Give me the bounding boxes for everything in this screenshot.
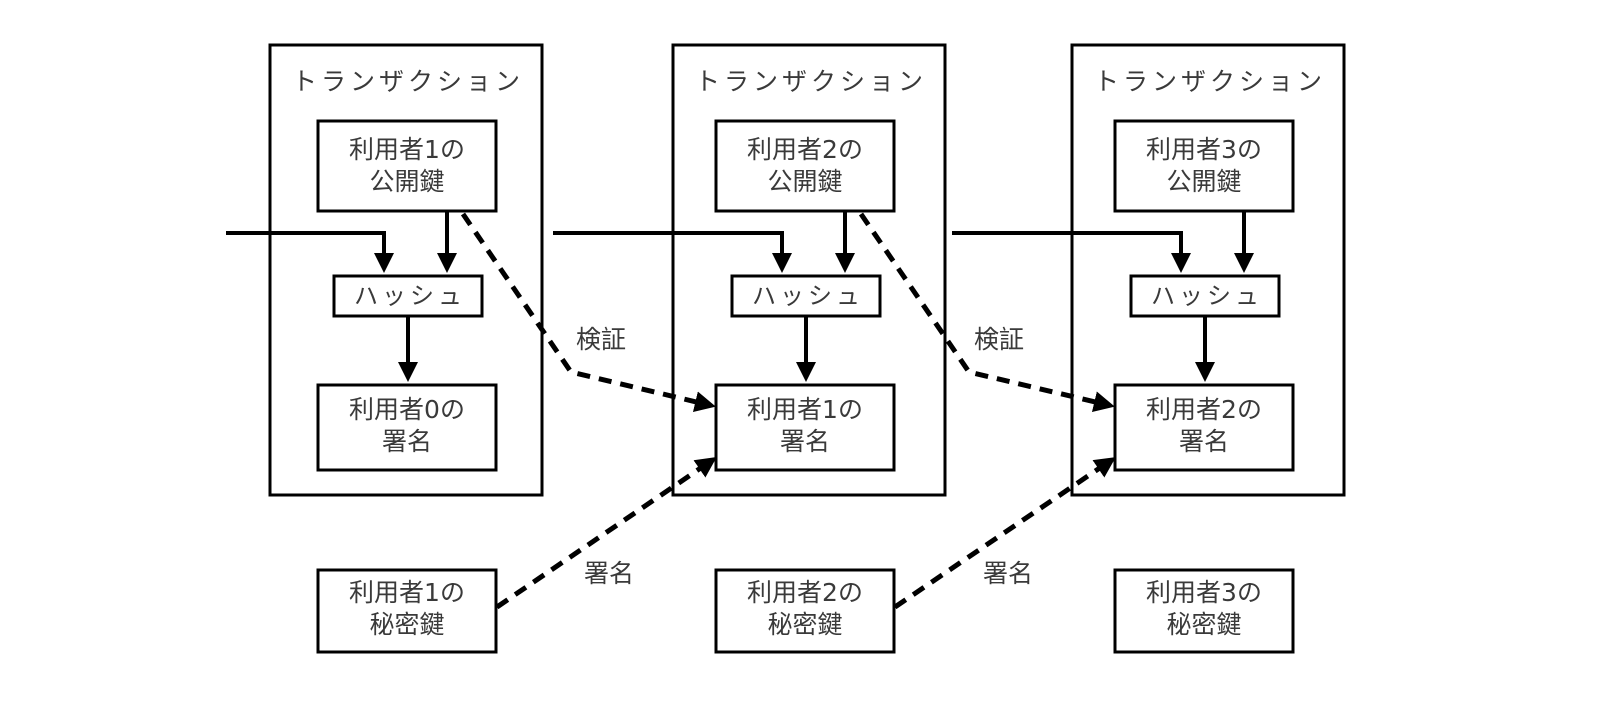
signature-box-2[interactable] xyxy=(714,383,896,472)
public-key-label-3-line2: 公開鍵 xyxy=(1166,167,1241,196)
transaction-block-1[interactable]: トランザクション 利用者1の 公開鍵 ハッシュ 利用者0の 署名 xyxy=(226,43,544,497)
hash-label-2: ハッシュ xyxy=(752,282,864,310)
chain-link-in-block1 xyxy=(226,231,394,273)
private-key-label-3-line2: 秘密鍵 xyxy=(1166,610,1241,639)
private-key-box-1[interactable] xyxy=(316,568,498,654)
public-key-label-1-line2: 公開鍵 xyxy=(369,167,444,196)
sign-edges: 署名 署名 xyxy=(495,457,1116,610)
public-key-box-1[interactable] xyxy=(316,119,498,213)
signature-box-1[interactable] xyxy=(316,383,498,472)
hash-label-1: ハッシュ xyxy=(354,282,466,310)
private-key-label-1-line1: 利用者1の xyxy=(349,578,465,607)
verify-edge-2 xyxy=(858,212,1115,412)
hash-box-2[interactable] xyxy=(730,274,882,318)
transaction-block-3[interactable]: トランザクション 利用者3の 公開鍵 ハッシュ 利用者2の 署名 xyxy=(952,43,1346,497)
public-key-label-1-line1: 利用者1の xyxy=(349,135,465,164)
chain-link-block2-to-block3 xyxy=(952,231,1191,273)
private-key-label-2-line2: 秘密鍵 xyxy=(767,610,842,639)
transaction-1-title: トランザクション xyxy=(292,67,524,96)
chain-link-block1-to-block2 xyxy=(553,231,792,273)
transaction-2-title: トランザクション xyxy=(695,67,927,96)
private-key-label-2-line1: 利用者2の xyxy=(747,578,863,607)
public-key-label-2-line1: 利用者2の xyxy=(747,135,863,164)
public-key-box-2[interactable] xyxy=(714,119,896,213)
signature-label-1-line2: 署名 xyxy=(382,427,432,456)
signature-label-2-line1: 利用者1の xyxy=(747,395,863,424)
hash-label-3: ハッシュ xyxy=(1151,282,1263,310)
sign-label-2: 署名 xyxy=(983,559,1033,588)
signature-label-1-line1: 利用者0の xyxy=(349,395,465,424)
private-key-label-3-line1: 利用者3の xyxy=(1146,578,1262,607)
signature-label-2-line2: 署名 xyxy=(780,427,830,456)
signature-box-3[interactable] xyxy=(1113,383,1295,472)
sign-label-1: 署名 xyxy=(584,559,634,588)
private-key-box-2[interactable] xyxy=(714,568,896,654)
transaction-block-2[interactable]: トランザクション 利用者2の 公開鍵 ハッシュ 利用者1の 署名 xyxy=(553,43,947,497)
signature-label-3-line2: 署名 xyxy=(1179,427,1229,456)
transaction-3-title: トランザクション xyxy=(1094,67,1326,96)
signature-label-3-line1: 利用者2の xyxy=(1146,395,1262,424)
verify-label-1: 検証 xyxy=(576,325,626,354)
public-key-label-2-line2: 公開鍵 xyxy=(767,167,842,196)
private-key-boxes: 利用者1の 秘密鍵 利用者2の 秘密鍵 利用者3の 秘密鍵 xyxy=(316,568,1295,654)
public-key-box-3[interactable] xyxy=(1113,119,1295,213)
verify-label-2: 検証 xyxy=(974,325,1024,354)
private-key-label-1-line2: 秘密鍵 xyxy=(369,610,444,639)
private-key-box-3[interactable] xyxy=(1113,568,1295,654)
verify-edges: 検証 検証 xyxy=(460,212,1115,412)
public-key-label-3-line1: 利用者3の xyxy=(1146,135,1262,164)
